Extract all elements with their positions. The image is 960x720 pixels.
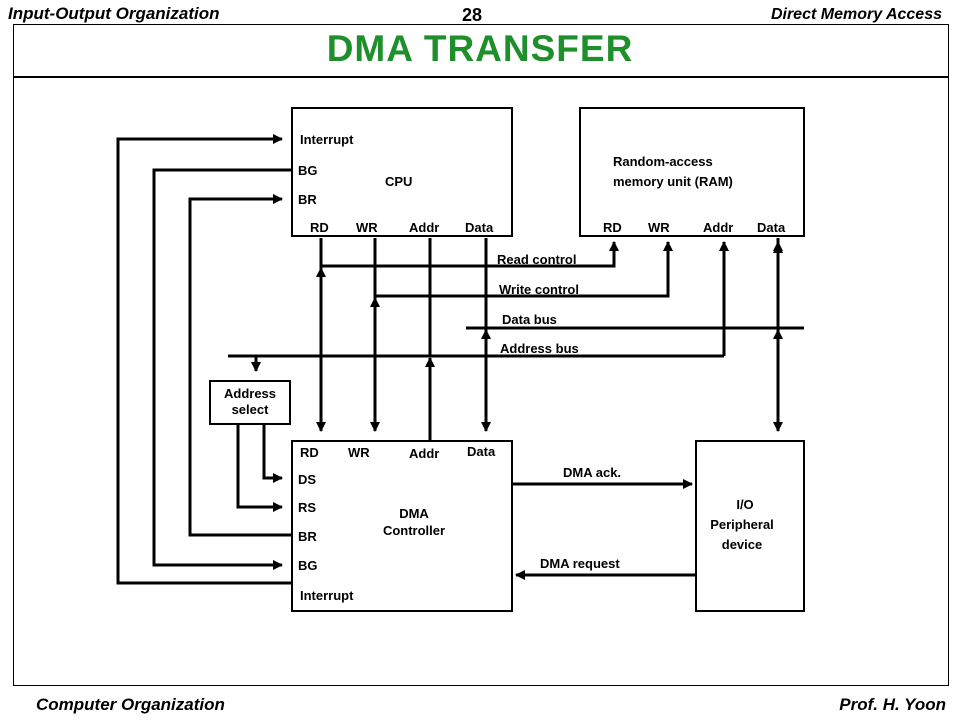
dma-addr-label: Addr <box>409 446 439 461</box>
read-control-label: Read control <box>497 252 576 267</box>
dma-bg-label: BG <box>298 558 318 573</box>
ram-title-line1: Random-access <box>613 154 713 169</box>
cpu-rd-label: RD <box>310 220 329 235</box>
interrupt-line <box>116 134 292 585</box>
cpu-name: CPU <box>385 174 412 189</box>
address-select-line1: Address <box>224 386 276 401</box>
dma-rd-label: RD <box>300 445 319 460</box>
cpu-addr-label: Addr <box>409 220 439 235</box>
write-control-label: Write control <box>499 282 579 297</box>
address-select-box <box>209 380 291 425</box>
title-frame <box>13 24 949 77</box>
dma-title-line1: DMA <box>399 506 429 521</box>
io-device-box <box>695 440 805 612</box>
address-select-line2: select <box>232 402 270 417</box>
io-title-line1: I/O <box>736 497 753 512</box>
footer-course: Computer Organization <box>36 695 225 714</box>
ram-data-label: Data <box>757 220 786 235</box>
slide-title: DMA TRANSFER <box>326 28 634 69</box>
ram-rd-label: RD <box>603 220 622 235</box>
dma-wr-label: WR <box>348 445 370 460</box>
page-number: 28 <box>462 5 483 25</box>
header-topic: Direct Memory Access <box>770 6 942 23</box>
io-title-line3: device <box>722 537 762 552</box>
cpu-box <box>291 107 513 237</box>
footer-author: Prof. H. Yoon <box>839 695 946 714</box>
dma-select-line <box>262 424 283 483</box>
dma-title-line2: Controller <box>383 523 445 538</box>
data-bus-label: Data bus <box>502 312 557 327</box>
header-chapter: Input-Output Organization <box>8 4 220 23</box>
ram-wr-label: WR <box>648 220 670 235</box>
dma-interrupt-label: Interrupt <box>300 588 354 603</box>
cpu-wr-label: WR <box>356 220 378 235</box>
dma-br-label: BR <box>298 529 317 544</box>
cpu-bg-label: BG <box>298 163 318 178</box>
io-title-line2: Peripheral <box>710 517 774 532</box>
write-control-line <box>375 241 673 298</box>
register-select-line <box>236 424 283 512</box>
ram-addr-label: Addr <box>703 220 733 235</box>
cpu-interrupt-label: Interrupt <box>300 132 354 147</box>
cpu-br-label: BR <box>298 192 317 207</box>
ram-box <box>579 107 805 237</box>
dma-ds-label: DS <box>298 472 316 487</box>
dma-rs-label: RS <box>298 500 316 515</box>
dma-controller-box <box>291 440 513 612</box>
dma-request-label: DMA request <box>540 556 620 571</box>
bus-grant-line <box>152 168 292 570</box>
ram-title-line2: memory unit (RAM) <box>613 174 733 189</box>
title-divider <box>13 76 949 78</box>
dma-ack-label: DMA ack. <box>563 465 621 480</box>
read-control-line <box>321 241 619 268</box>
address-bus-label: Address bus <box>500 341 579 356</box>
bus-request-line <box>188 194 292 537</box>
dma-data-label: Data <box>467 444 496 459</box>
cpu-data-label: Data <box>465 220 494 235</box>
